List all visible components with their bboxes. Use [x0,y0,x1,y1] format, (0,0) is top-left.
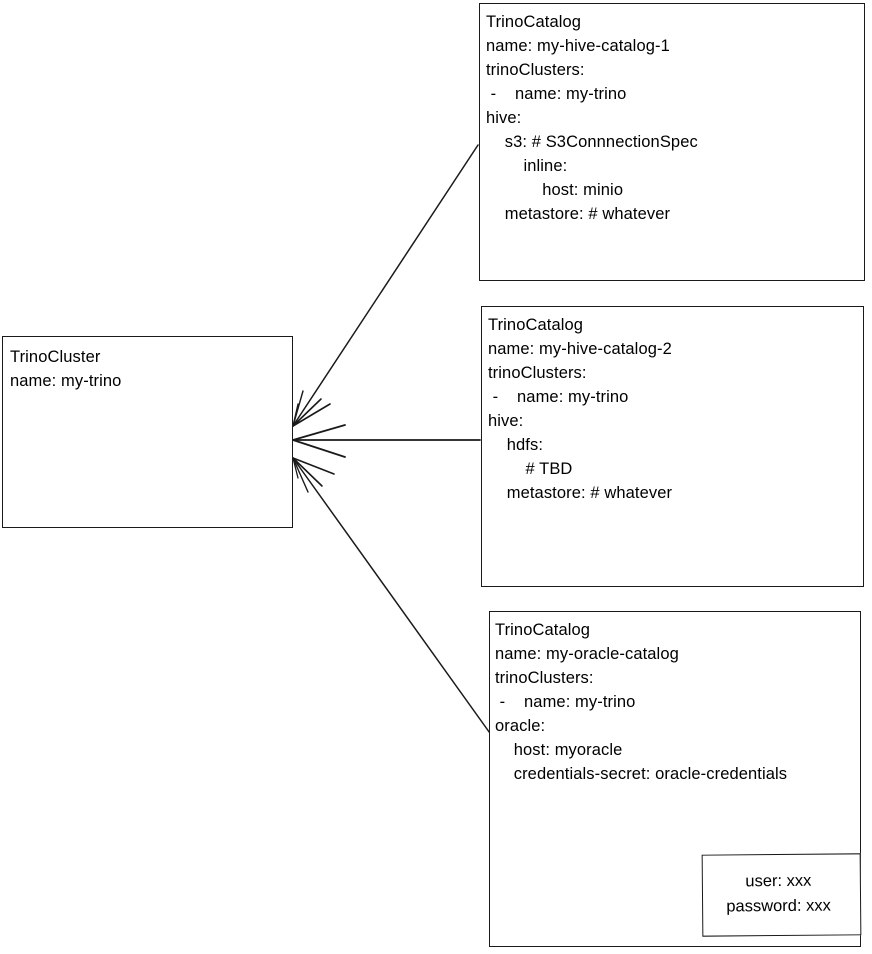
trino-catalog-3-text: TrinoCatalog name: my-oracle-catalog tri… [495,621,788,783]
trino-cluster-box[interactable]: TrinoCluster name: my-trino [2,336,293,528]
connector-catalog3-to-cluster [292,457,493,737]
trino-catalog-1-text: TrinoCatalog name: my-hive-catalog-1 tri… [486,13,698,223]
connector-catalog2-to-cluster [292,424,481,458]
trino-catalog-box-hive-2[interactable]: TrinoCatalog name: my-hive-catalog-2 tri… [481,306,864,587]
trino-catalog-box-hive-1[interactable]: TrinoCatalog name: my-hive-catalog-1 tri… [479,3,865,281]
oracle-credentials-secret-text: user: xxx password: xxx [726,871,831,916]
connector-catalog1-to-cluster [292,144,479,427]
oracle-credentials-secret-box[interactable]: user: xxx password: xxx [701,853,862,937]
trino-cluster-text: TrinoCluster name: my-trino [10,348,122,390]
trino-catalog-box-oracle[interactable]: TrinoCatalog name: my-oracle-catalog tri… [489,611,862,947]
trino-catalog-2-text: TrinoCatalog name: my-hive-catalog-2 tri… [488,316,673,502]
